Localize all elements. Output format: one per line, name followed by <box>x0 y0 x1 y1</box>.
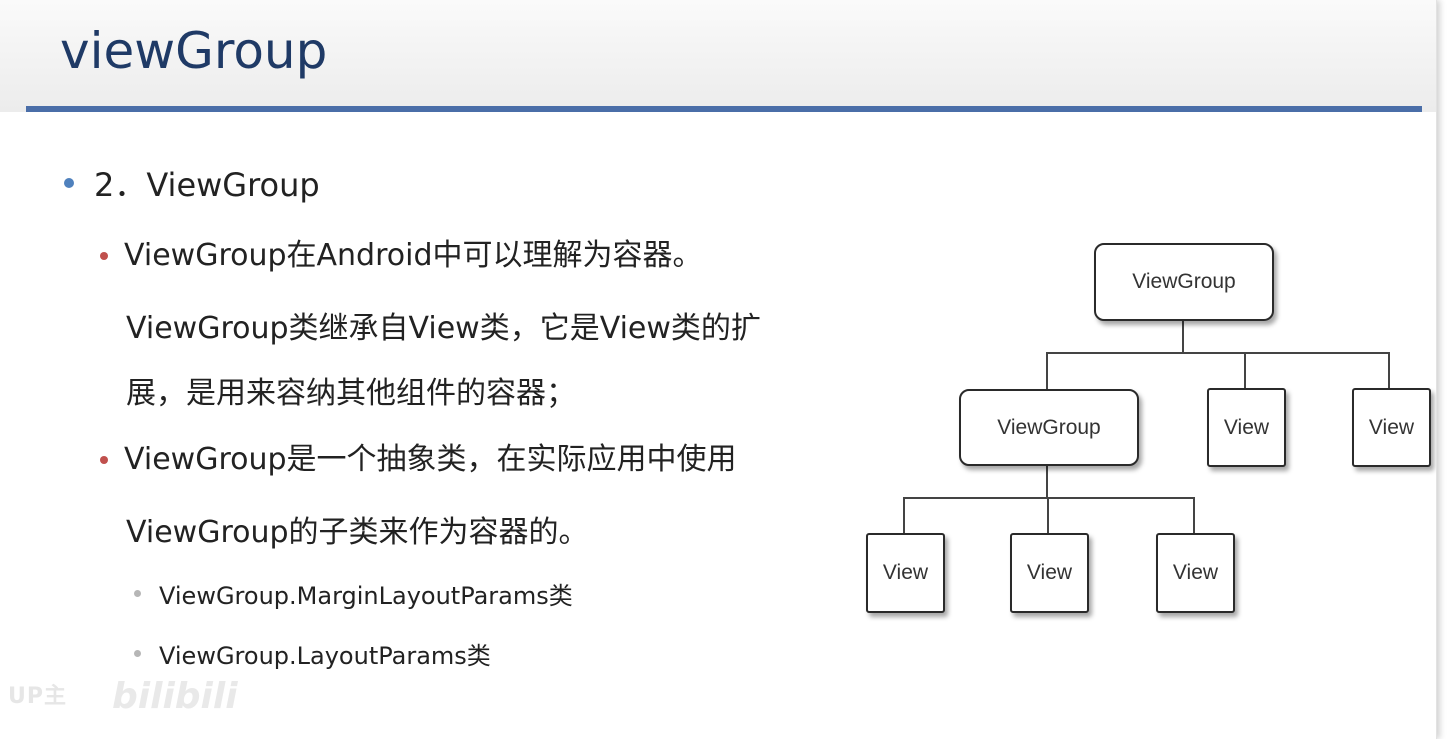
bullet-dot-icon <box>100 456 108 464</box>
node-child-view: View <box>1352 388 1431 467</box>
connector-line <box>1388 352 1390 388</box>
bullet-level3-2: ViewGroup.LayoutParams类 <box>134 636 491 671</box>
connector-line <box>1046 352 1048 390</box>
watermark-logo: bilibili <box>112 676 238 717</box>
connector-line <box>903 497 1195 499</box>
bullet-dot-icon <box>134 650 141 657</box>
bullet-text: ViewGroup.MarginLayoutParams类 <box>159 582 573 610</box>
bullet-text: ViewGroup在Android中可以理解为容器。 <box>124 238 703 273</box>
watermark-uploader: UP主 <box>8 684 67 709</box>
bullet-dot-icon <box>100 252 108 260</box>
bullet-continuation: 展，是用来容纳其他组件的容器； <box>126 376 576 411</box>
connector-line <box>1182 318 1184 353</box>
node-child-view: View <box>1207 388 1286 467</box>
bullet-continuation: ViewGroup类继承自View类，它是View类的扩 <box>126 311 761 346</box>
bullet-text: ViewGroup是一个抽象类，在实际应用中使用 <box>124 442 737 477</box>
node-leaf-view: View <box>866 533 945 613</box>
node-leaf-view: View <box>1156 533 1235 613</box>
bullet-level3-1: ViewGroup.MarginLayoutParams类 <box>134 576 573 611</box>
bullet-text: ViewGroup.LayoutParams类 <box>159 642 491 670</box>
slide-title: viewGroup <box>60 22 328 80</box>
node-root-viewgroup: ViewGroup <box>1094 243 1274 321</box>
node-leaf-view: View <box>1010 533 1089 613</box>
connector-line <box>1046 462 1048 498</box>
title-divider <box>26 106 1422 112</box>
connector-line <box>1193 497 1195 533</box>
bullet-continuation: ViewGroup的子类来作为容器的。 <box>126 515 589 550</box>
title-bar <box>0 0 1436 112</box>
bullet-level1: 2．ViewGroup <box>64 160 320 206</box>
bullet-level2-1: ViewGroup在Android中可以理解为容器。 <box>100 224 703 288</box>
connector-line <box>1046 352 1390 354</box>
node-child-viewgroup: ViewGroup <box>959 389 1139 466</box>
bullet-dot-icon <box>64 178 74 188</box>
connector-line <box>903 497 905 533</box>
connector-line <box>1047 497 1049 533</box>
bullet-text: 2．ViewGroup <box>94 166 320 204</box>
bullet-dot-icon <box>134 590 141 597</box>
connector-line <box>1244 352 1246 388</box>
bullet-level2-2: ViewGroup是一个抽象类，在实际应用中使用 <box>100 428 737 492</box>
